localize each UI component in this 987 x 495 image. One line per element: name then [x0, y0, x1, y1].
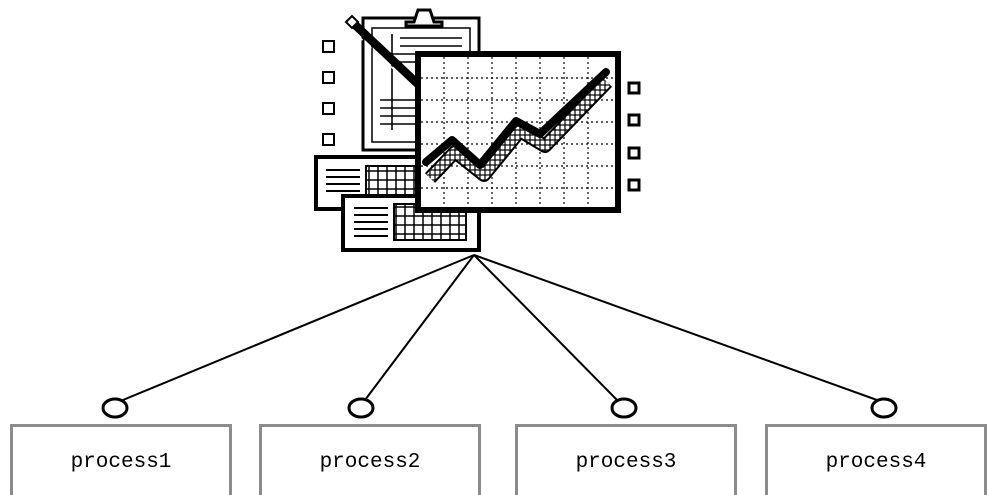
connector-lines [122, 254, 878, 401]
connector-line [122, 254, 475, 401]
connector-line [473, 254, 878, 401]
connector-circle-icon [870, 397, 898, 419]
process-label: process4 [825, 451, 927, 474]
connector-line [473, 254, 618, 401]
pen-icon [344, 14, 424, 90]
connector-circle-icon [347, 397, 375, 419]
process-label: process1 [70, 451, 172, 474]
process-box-2[interactable]: process2 [259, 424, 481, 495]
process-box-1[interactable]: process1 [10, 424, 232, 495]
connector-line [364, 254, 475, 401]
connector-circle-icon [610, 397, 638, 419]
right-checkbox-list-icon [627, 81, 641, 192]
process-box-4[interactable]: process4 [765, 424, 987, 495]
process-label: process2 [319, 451, 421, 474]
left-checkbox-list-icon [322, 40, 335, 146]
process-label: process3 [575, 451, 677, 474]
connector-circles [101, 397, 898, 419]
clipboard-chart-reports-icon [314, 8, 641, 252]
process-box-3[interactable]: process3 [515, 424, 737, 495]
connector-circle-icon [101, 397, 129, 419]
line-chart-icon [415, 51, 621, 213]
